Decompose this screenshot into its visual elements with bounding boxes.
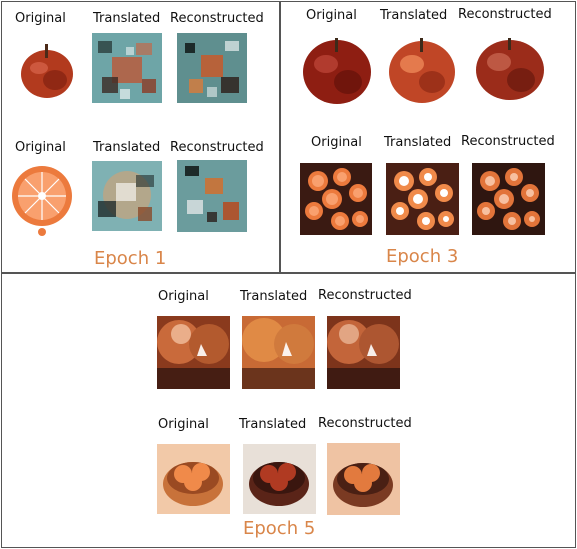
epoch1-title: Epoch 1: [94, 248, 167, 269]
epoch3-row2-translated-image: [386, 163, 459, 235]
epoch5-row1-original-label: Original: [158, 289, 209, 304]
epoch3-row1-original-label: Original: [306, 8, 357, 23]
epoch3-row1-translated-label: Translated: [380, 8, 448, 23]
epoch1-row2-reconstructed-label: Reconstructed: [170, 140, 264, 155]
epoch3-row2-original-label: Original: [311, 135, 362, 150]
epoch3-row2-reconstructed-image: [472, 163, 545, 235]
epoch1-row1-reconstructed-image: [177, 33, 247, 103]
epoch3-row2-translated-label: Translated: [384, 135, 452, 150]
epoch3-row1-reconstructed-label: Reconstructed: [458, 7, 552, 22]
epoch1-row1-original-label: Original: [15, 11, 66, 26]
epoch1-row1-original-image: [15, 32, 75, 102]
epoch3-row2-original-image: [300, 163, 372, 235]
epoch5-row1-translated-label: Translated: [240, 289, 308, 304]
epoch1-row1-reconstructed-label: Reconstructed: [170, 11, 264, 26]
epoch3-title: Epoch 3: [386, 246, 459, 267]
epoch1-row2-reconstructed-image: [177, 160, 247, 232]
epoch1-row2-translated-image: [92, 161, 162, 231]
epoch5-row2-reconstructed-image: [327, 443, 400, 515]
epoch1-row1-translated-image: [92, 33, 162, 103]
epoch5-row2-reconstructed-label: Reconstructed: [318, 416, 412, 431]
epoch5-row2-translated-label: Translated: [239, 417, 307, 432]
epoch5-title: Epoch 5: [243, 518, 316, 539]
epoch1-row2-original-image: [8, 160, 76, 240]
epoch3-row1-reconstructed-image: [471, 30, 549, 106]
epoch1-row2-translated-label: Translated: [93, 140, 161, 155]
epoch3-row1-translated-image: [384, 30, 460, 108]
epoch1-row1-translated-label: Translated: [93, 11, 161, 26]
epoch5-row1-reconstructed-label: Reconstructed: [318, 288, 412, 303]
epoch5-row1-original-image: [157, 316, 230, 389]
epoch5-row2-original-image: [157, 444, 230, 514]
epoch5-row2-original-label: Original: [158, 417, 209, 432]
epoch1-row2-original-label: Original: [15, 140, 66, 155]
epoch3-row2-reconstructed-label: Reconstructed: [461, 134, 555, 149]
epoch5-row2-translated-image: [243, 444, 316, 514]
epoch5-row1-translated-image: [242, 316, 315, 389]
epoch5-row1-reconstructed-image: [327, 316, 400, 389]
epoch3-row1-original-image: [298, 30, 376, 110]
